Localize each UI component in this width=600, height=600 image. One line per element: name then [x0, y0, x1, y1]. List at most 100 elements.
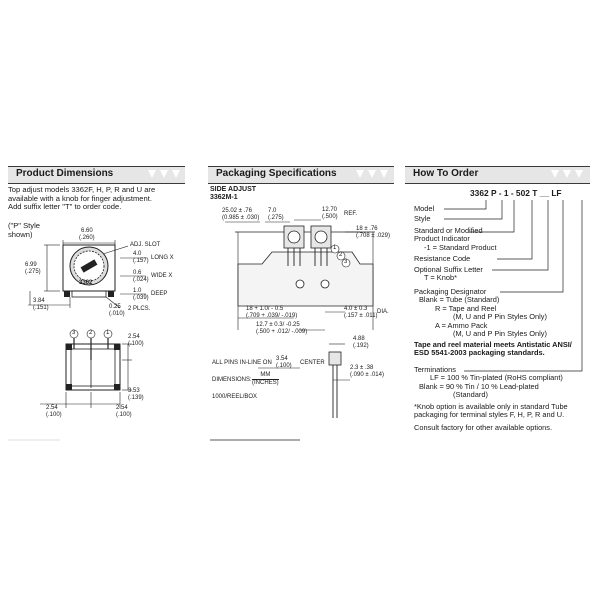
order-knob-note: *Knob option is available only in standa… [414, 402, 568, 420]
adj-slot-label: ADJ. SLOT [130, 242, 161, 248]
ref-label: REF. [344, 211, 358, 217]
dim-value: 4.88 [353, 336, 365, 342]
pin-2-label: 2 [89, 330, 93, 336]
dim-value: (.157 ± .011) [344, 313, 378, 319]
section-title: How To Order [413, 168, 479, 179]
pd-intro: Top adjust models 3362F, H, P, R and U a… [8, 185, 186, 212]
order-line: (M, U and P Pin Styles Only) [453, 312, 547, 322]
dimensions-label: DIMENSIONS: [212, 377, 252, 383]
model-number: 3362M-1 [210, 194, 238, 201]
dim-value: 3.54 [276, 356, 288, 362]
dim-value: 18 + 1.0/ - 0.5 [246, 306, 284, 312]
dim-23: 2.3 ± .38 (.090 ± .014) [350, 365, 384, 379]
order-line: -1 = Standard Product [424, 242, 497, 252]
pack-pin-3: 3 [344, 259, 348, 265]
packaging-specifications-header: Packaging Specifications [208, 166, 394, 184]
order-line: *Knob option is available only in standa… [414, 402, 568, 411]
dim-value: 2.3 ± .38 [350, 365, 374, 371]
unit-mm: MM [252, 372, 279, 380]
allpins-label: ALL PINS IN-LINE ON [212, 360, 272, 366]
order-line: (Standard) [453, 390, 488, 400]
order-line: LF = 100 % Tin-plated (RoHS compliant) [430, 373, 563, 383]
dia-label: DIA. [377, 309, 389, 315]
part-marking: 3362 [79, 280, 93, 286]
dim-value: (.100) [116, 412, 132, 418]
dim-70: 7.0 (.275) [268, 208, 284, 222]
decorative-triangle-icon [551, 170, 559, 178]
pack-pin-1: 1 [333, 245, 337, 251]
dim-value: (.500 + .012/ -.009) [256, 329, 308, 335]
section-title: Product Dimensions [16, 168, 114, 179]
dim-wide: 0.6 (.024) [133, 270, 149, 284]
dim-18a: 18 ± .76 (.708 ± .029) [356, 226, 390, 240]
intro-line: Top adjust models 3362F, H, P, R and U a… [8, 185, 156, 194]
pack-pin-2: 2 [339, 252, 343, 258]
dim-value: 7.0 [268, 208, 277, 214]
dim-value: 3.53 [128, 388, 140, 394]
decorative-triangle-icon [172, 170, 180, 178]
intro-line: available with a knob for finger adjustm… [8, 193, 152, 203]
order-line: Optional Suffix Letter [414, 265, 483, 274]
dim-254b: 2.54 (.100) [46, 405, 62, 419]
dim-value: 2.54 [128, 334, 140, 340]
order-terminations: Terminations LF = 100 % Tin-plated (RoHS… [414, 365, 563, 400]
unit-inches: (INCHES) [252, 380, 279, 386]
dim-40: 4.0 ± 0.3 (.157 ± .011) [344, 306, 378, 320]
dim-value: 0.6 [133, 270, 142, 276]
dim-1270: 12.70 (.500) [322, 207, 338, 221]
dim-value: (.039) [133, 295, 149, 301]
order-code: 3362 P - 1 - 502 T __ LF [470, 188, 562, 198]
units-label: MM (INCHES) [252, 372, 279, 387]
order-line: Blank = Tube (Standard) [419, 295, 500, 305]
dim-value: (.708 ± .029) [356, 233, 390, 239]
deep-label: DEEP [151, 291, 168, 297]
how-to-order-header: How To Order [405, 166, 590, 184]
order-line: Terminations [414, 365, 456, 374]
order-line: Tape and reel material meets Antistatic … [414, 340, 572, 349]
dim-value: 12.7 ± 0.3/ -0.25 [256, 322, 300, 328]
dim-value: 6.60 [81, 228, 93, 234]
dim-height: 6.99 (.275) [25, 262, 41, 276]
center-label: CENTER [300, 360, 325, 366]
dim-value: (.157) [133, 258, 149, 264]
dim-354: 3.54 (.100) [276, 356, 292, 370]
dim-2502: 25.02 ± .76 (0.985 ± .030) [222, 208, 259, 222]
dim-value: 2.54 [116, 405, 128, 411]
dim-value: 12.70 [322, 207, 338, 213]
dim-deep: 1.0 (.039) [133, 288, 149, 302]
order-line: Blank = 90 % Tin / 10 % Lead-plated [419, 381, 539, 391]
pstyle-line: ("P" Style [8, 221, 40, 230]
order-line: Packaging Designator [414, 287, 487, 296]
dim-value: 2.54 [46, 405, 58, 411]
dim-value: (.024) [133, 277, 149, 283]
decorative-triangle-icon [575, 170, 583, 178]
dim-value: (.275) [25, 269, 41, 275]
dim-value: 0.25 [109, 304, 121, 310]
dim-value: (.090 ± .014) [350, 372, 384, 378]
dim-value: 18 ± .76 [356, 226, 378, 232]
dim-353: 3.53 (.139) [128, 388, 144, 402]
decorative-triangle-icon [380, 170, 388, 178]
long-x-label: LONG X [151, 255, 174, 261]
reel-label: 1000/REEL/BOX [212, 394, 258, 400]
decorative-triangle-icon [368, 170, 376, 178]
order-line: ESD 5541-2003 packaging standards. [414, 348, 545, 358]
side-adjust: SIDE ADJUST [210, 186, 257, 193]
dim-width: 6.60 (.260) [79, 228, 95, 242]
dim-value: 6.99 [25, 262, 37, 268]
dim-value: (.100) [46, 412, 62, 418]
pin-3-label: 3 [72, 330, 76, 336]
decorative-triangle-icon [148, 170, 156, 178]
dim-value: (.275) [268, 215, 284, 221]
product-dimensions-header: Product Dimensions [8, 166, 185, 184]
dim-value: 3.84 [33, 298, 45, 304]
dim-value: (.192) [353, 343, 369, 349]
dim-value: (.010) [109, 311, 125, 317]
order-line: R = Tape and Reel [435, 303, 497, 313]
decorative-triangle-icon [563, 170, 571, 178]
order-resistance: Resistance Code [414, 254, 471, 263]
dim-18b: 18 + 1.0/ - 0.5 (.709 + .039/ -.019) [246, 306, 297, 320]
section-title: Packaging Specifications [216, 168, 337, 179]
order-line: Standard or Modified [414, 226, 483, 235]
dim-value: (0.985 ± .030) [222, 215, 260, 221]
